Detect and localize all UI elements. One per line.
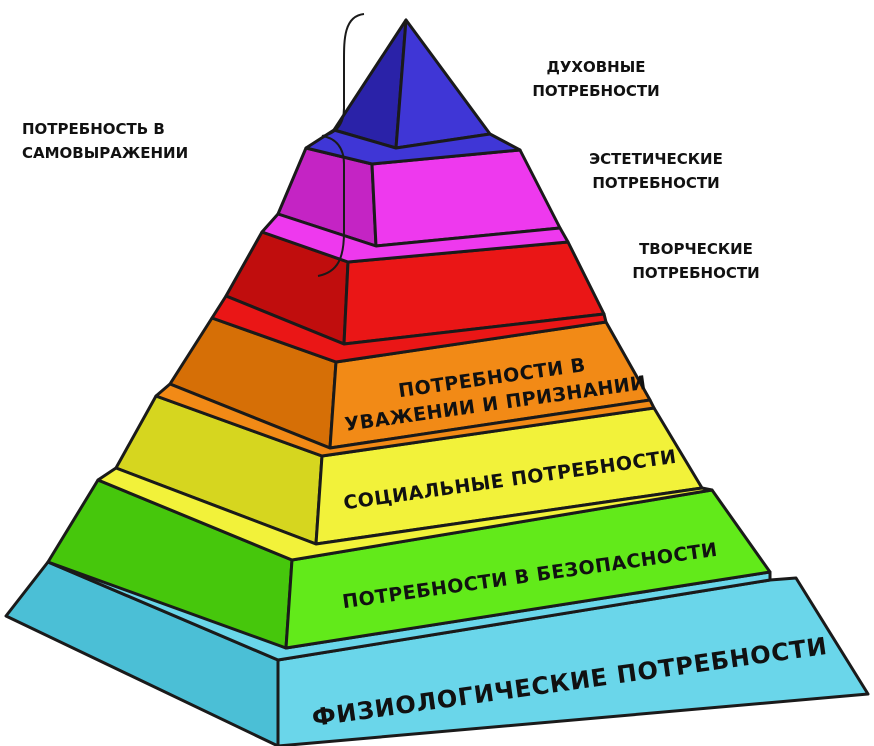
tier-aesthetic-bottom-edge <box>260 212 570 264</box>
bracket-label: ПОТРЕБНОСТЬ В САМОВЫРАЖЕНИИ <box>22 120 188 162</box>
svg-text:ТВОРЧЕСКИЕ: ТВОРЧЕСКИЕ <box>639 240 753 258</box>
side-label-spiritual: ДУХОВНЫЕ ПОТРЕБНОСТИ <box>532 58 659 100</box>
svg-text:САМОВЫРАЖЕНИИ: САМОВЫРАЖЕНИИ <box>22 144 188 162</box>
side-label-creative: ТВОРЧЕСКИЕ ПОТРЕБНОСТИ <box>632 240 759 282</box>
tier-apex-front-face <box>394 18 492 150</box>
svg-text:ПОТРЕБНОСТЬ В: ПОТРЕБНОСТЬ В <box>22 120 165 138</box>
svg-text:ПОТРЕБНОСТИ: ПОТРЕБНОСТИ <box>632 264 759 282</box>
svg-text:ЭСТЕТИЧЕСКИЕ: ЭСТЕТИЧЕСКИЕ <box>589 150 723 168</box>
tier-apex <box>304 18 522 166</box>
svg-text:ПОТРЕБНОСТИ: ПОТРЕБНОСТИ <box>592 174 719 192</box>
tier-creative-bottom-edge <box>210 294 608 364</box>
tier-apex-bottom-edge <box>304 128 522 166</box>
tier-social-bottom-edge <box>96 466 714 562</box>
svg-text:ДУХОВНЫЕ: ДУХОВНЫЕ <box>546 58 645 76</box>
svg-text:ПОТРЕБНОСТИ: ПОТРЕБНОСТИ <box>532 82 659 100</box>
side-label-aesthetic: ЭСТЕТИЧЕСКИЕ ПОТРЕБНОСТИ <box>589 150 723 192</box>
tier-esteem <box>154 316 656 458</box>
curly-bracket-icon <box>317 13 365 277</box>
tier-esteem-bottom-edge <box>154 382 656 458</box>
tier-aesthetic <box>260 146 570 264</box>
